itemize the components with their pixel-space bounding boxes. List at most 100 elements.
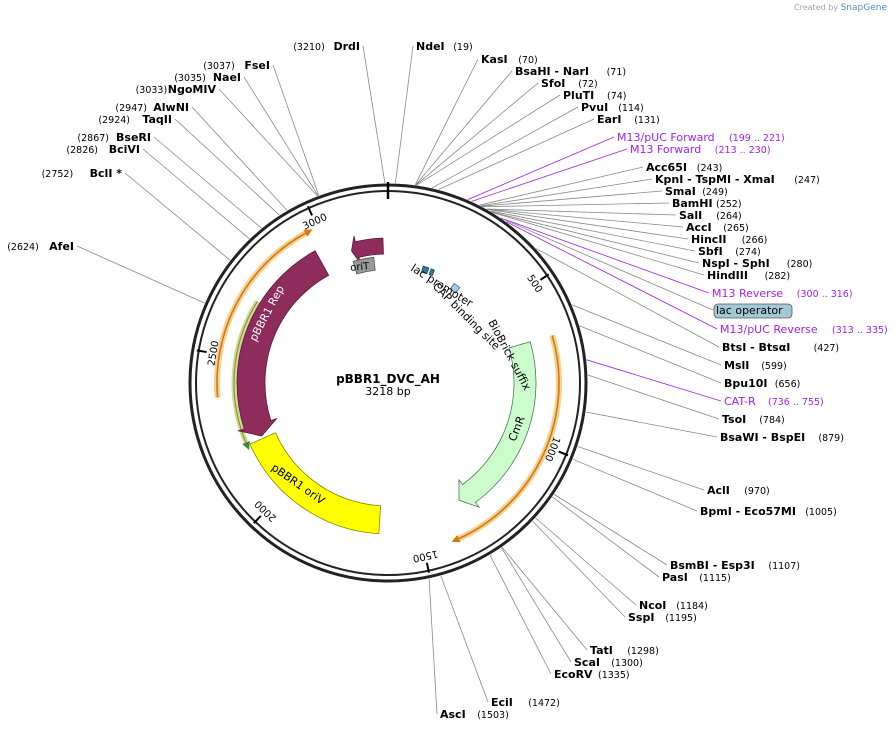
site-label: BseRI(2867)	[77, 131, 151, 144]
orf-arrowhead	[242, 441, 250, 450]
site-position: (264)	[716, 211, 742, 222]
plasmid-size: 3218 bp	[365, 385, 410, 398]
site-label: TsoI (784)	[722, 413, 785, 426]
site-label: BtsI - BtsαI(427)	[722, 341, 839, 354]
scale-tick	[306, 205, 313, 216]
site-name: TaqII	[142, 113, 172, 126]
site-leader	[489, 210, 696, 252]
site-name: NdeI	[416, 40, 445, 53]
site-position: (970)	[744, 486, 770, 497]
site-position: (1472)	[528, 698, 560, 709]
site-position: (1005)	[805, 507, 837, 518]
site-leader	[395, 45, 414, 184]
site-leader	[586, 359, 722, 402]
site-name: DrdI	[333, 40, 360, 53]
site-label: NcoI(1184)	[639, 599, 708, 612]
site-leader	[489, 554, 552, 675]
site-name: AclI	[707, 484, 730, 497]
site-label: NspI - SphI(280)	[702, 257, 812, 270]
site-position: (736 .. 755)	[768, 397, 824, 408]
site-leader	[362, 45, 386, 184]
site-position: (1503)	[477, 710, 509, 721]
site-leader	[272, 64, 320, 196]
site-leader	[414, 58, 479, 186]
site-leader	[486, 208, 677, 216]
site-name: NgoMIV	[168, 83, 217, 96]
scale-tick	[425, 562, 430, 573]
scale-tick	[539, 273, 550, 281]
site-position: (71)	[607, 67, 627, 78]
lac-promoter-mark	[420, 265, 430, 275]
map-center: pBBR1_DVC_AH 3218 bp	[336, 372, 440, 398]
site-leader	[492, 212, 705, 276]
site-name: M13 Reverse	[712, 287, 783, 300]
site-label: EcoRV(1335)	[554, 668, 630, 681]
site-label: BsmBI - Esp3I(1107)	[670, 559, 800, 572]
orf-arc-left	[216, 232, 306, 398]
site-label: BclI *(2752)	[42, 167, 123, 180]
cmr-arrow	[458, 341, 537, 509]
site-label: KasI(70)	[481, 53, 538, 66]
site-leader	[553, 494, 668, 566]
biobrick-mark	[449, 282, 461, 294]
site-leader	[467, 136, 615, 200]
site-position: (784)	[759, 415, 785, 426]
site-leader-lines	[76, 45, 722, 715]
site-position: (599)	[761, 361, 787, 372]
site-name: TsoI	[722, 413, 746, 426]
site-label: TaqII(2924)	[98, 113, 172, 126]
site-position: (1195)	[665, 613, 697, 624]
site-position: (274)	[735, 247, 761, 258]
site-name: EciI	[491, 696, 513, 709]
orit-label: oriT	[350, 261, 371, 274]
site-leader	[415, 70, 513, 186]
site-name: EarI	[597, 113, 621, 126]
orf-arc-right	[458, 335, 560, 540]
site-name: TatI	[590, 644, 613, 657]
site-label: NdeI (19)	[416, 40, 473, 53]
site-leader	[532, 520, 626, 618]
lac-operator-box	[713, 303, 793, 319]
site-name: CAT-R	[724, 395, 756, 408]
site-position: (265)	[723, 223, 749, 234]
site-leader	[191, 106, 288, 211]
site-label: SfoI(72)	[541, 77, 598, 90]
site-name: SbfI	[698, 245, 723, 258]
site-name: BsaWI - BspEI	[720, 431, 805, 444]
site-label: KpnI - TspMI - XmaI(247)	[655, 173, 820, 186]
scale-tick	[558, 450, 569, 457]
site-leader	[174, 118, 280, 216]
site-position: (2752)	[42, 169, 74, 180]
site-name: SalI	[679, 209, 702, 222]
snapgene-credit: Created by SnapGene	[794, 3, 887, 13]
site-position: (1300)	[611, 658, 643, 669]
site-label: AscI(1503)	[440, 708, 509, 721]
site-name: AlwNI	[153, 101, 189, 114]
site-position: (70)	[518, 55, 538, 66]
site-name: M13/pUC Reverse	[720, 323, 818, 336]
site-position: (74)	[607, 91, 627, 102]
site-position: (1298)	[627, 646, 659, 657]
site-leader	[486, 208, 684, 228]
site-position: (3033)	[136, 85, 168, 96]
site-leader	[438, 118, 595, 190]
scale-tick-label: 500	[524, 273, 544, 295]
site-position: (300 .. 316)	[797, 289, 853, 300]
site-position: (252)	[716, 199, 742, 210]
orit-box	[352, 256, 376, 275]
site-label: PluTI (74)	[563, 89, 627, 102]
site-name: SmaI	[665, 185, 696, 198]
site-position: (2826)	[66, 145, 98, 156]
site-label: AfeI(2624)	[7, 240, 74, 253]
site-position: (656)	[775, 379, 801, 390]
cap_site-label: CAP binding site	[430, 280, 503, 353]
site-label: HincII(266)	[691, 233, 767, 246]
site-name: ScaI	[574, 656, 600, 669]
site-leader	[501, 546, 588, 651]
site-name: AfeI	[49, 240, 74, 253]
rep-arrow	[236, 250, 330, 437]
site-name: PluTI	[563, 89, 594, 102]
site-position: (19)	[453, 42, 473, 53]
site-leader	[480, 178, 653, 207]
site-label: MslI(599)	[724, 359, 787, 372]
